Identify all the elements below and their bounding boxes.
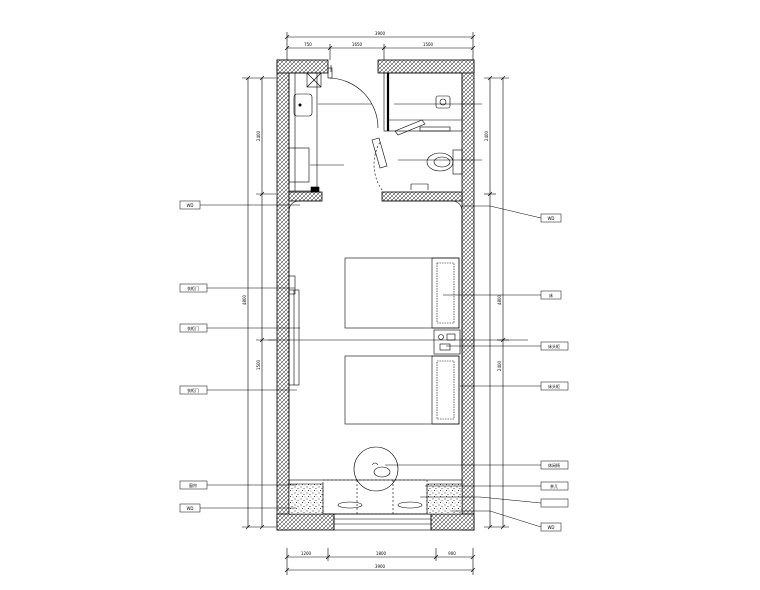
- left-dimension-wardrobe: 1500: [256, 359, 261, 370]
- entry-door-swing: [329, 77, 379, 129]
- bottom-dimension-segment: 900: [448, 551, 456, 556]
- left-tag-label: WD: [186, 203, 193, 208]
- left-tag-label: 衣柜门: [187, 325, 199, 331]
- wall-bathroom-partition: [381, 191, 463, 202]
- bottom-dimension-segment: 1800: [376, 551, 387, 556]
- right-dimension-bathroom: 2400: [484, 130, 489, 141]
- wall-left: [276, 59, 290, 531]
- walls: [276, 59, 475, 531]
- bathroom: [288, 65, 482, 193]
- room-outline: [288, 200, 463, 470]
- left-tag-label: 窗帘: [189, 482, 197, 488]
- toilet-icon: [426, 152, 454, 172]
- right-tag-label: 床: [549, 292, 553, 298]
- top-dimension-group: [284, 32, 476, 60]
- wall-bottom-left: [276, 513, 335, 531]
- right-tag-label: 茶几: [550, 483, 558, 489]
- bathroom-door-swing: [373, 141, 383, 191]
- right-tag-label: 床头柜: [548, 343, 560, 349]
- left-tag-label: 衣柜门: [187, 387, 199, 393]
- nightstand: [433, 329, 461, 355]
- right-tag-label: 休闲椅: [548, 462, 560, 468]
- top-dimension-segment: 750: [304, 42, 312, 47]
- planter-left: [288, 483, 324, 515]
- sink-icon: [293, 93, 313, 117]
- bed-2-headboard: [431, 355, 460, 425]
- wall-top-left: [276, 59, 329, 74]
- wall-bottom-right: [430, 513, 475, 531]
- entry-door: [327, 67, 333, 79]
- left-dimension-group: [242, 75, 276, 530]
- vanity-counter: [288, 72, 318, 192]
- bathroom-door: [371, 137, 388, 169]
- left-dimension-room: 4800: [242, 294, 247, 305]
- toilet-tank: [452, 149, 463, 175]
- left-tag-boxes: [179, 200, 208, 513]
- right-dimension-bed-zone: 2400: [497, 360, 502, 371]
- left-tag-leaders: [200, 204, 300, 509]
- bottom-overall-dimension: 3900: [375, 564, 386, 569]
- right-dimension-group: [484, 75, 509, 530]
- bed-1-headboard: [431, 257, 460, 329]
- bottom-dimension-segment: 1200: [301, 551, 312, 556]
- top-dimension-segment: 1500: [423, 42, 434, 47]
- right-tag-label: WD: [547, 216, 554, 221]
- coffee-table: [353, 446, 399, 492]
- bottom-dimension-group: [284, 548, 476, 575]
- right-dimension-room: 4800: [497, 294, 502, 305]
- right-tag-leaders: [385, 205, 542, 528]
- left-dimension-bathroom: 2400: [256, 130, 261, 141]
- right-tag-boxes: [540, 213, 569, 532]
- shower-head-icon: [435, 95, 451, 109]
- cushion: [397, 501, 423, 509]
- top-dimension-segment: 1650: [352, 42, 363, 47]
- right-tag-label: WD: [547, 525, 554, 530]
- right-tag-label: 床头柜: [548, 383, 560, 389]
- top-overall-dimension: 3900: [375, 31, 386, 36]
- window: [333, 513, 432, 531]
- minibar-cabinet: [288, 147, 310, 183]
- cushion: [337, 501, 363, 509]
- left-tag-label: WD: [186, 506, 193, 511]
- planter-right: [426, 483, 463, 515]
- bedroom: [268, 200, 528, 515]
- wall-top-right: [377, 59, 475, 74]
- wall-bathroom-partition: [288, 191, 323, 202]
- bed-1: [344, 257, 460, 329]
- left-tag-label: 衣柜门: [187, 285, 199, 291]
- bed-2: [344, 355, 460, 425]
